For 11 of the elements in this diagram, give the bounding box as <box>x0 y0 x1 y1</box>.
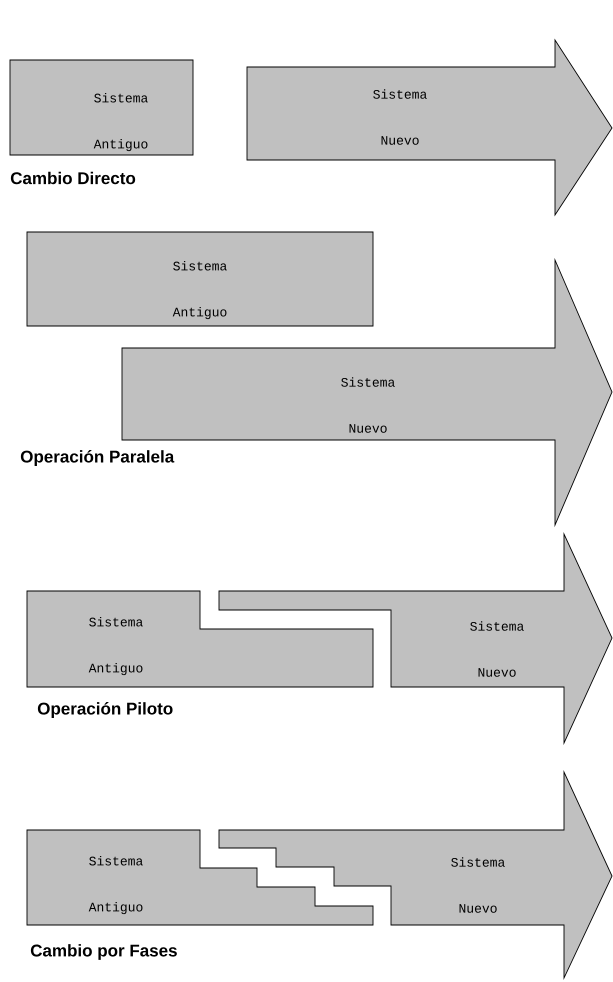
pointed-box: Sistema Nuevo <box>246 38 613 217</box>
pointed-box: Sistema Nuevo <box>218 770 612 980</box>
caption: Operación Piloto <box>38 702 173 718</box>
old-system-box: Sistema Antiguo <box>26 590 374 688</box>
caption: Cambio por Fases <box>30 944 177 960</box>
old-system-box: Sistema Antiguo <box>26 830 374 926</box>
pointed-box: Sistema Nuevo <box>218 532 612 746</box>
old-system-box: Sistema Antiguo <box>10 60 194 156</box>
old-system-box: Sistema Antiguo <box>26 232 374 326</box>
caption: Cambio Directo <box>10 172 136 184</box>
node-label: Sistema Nuevo <box>341 377 395 433</box>
